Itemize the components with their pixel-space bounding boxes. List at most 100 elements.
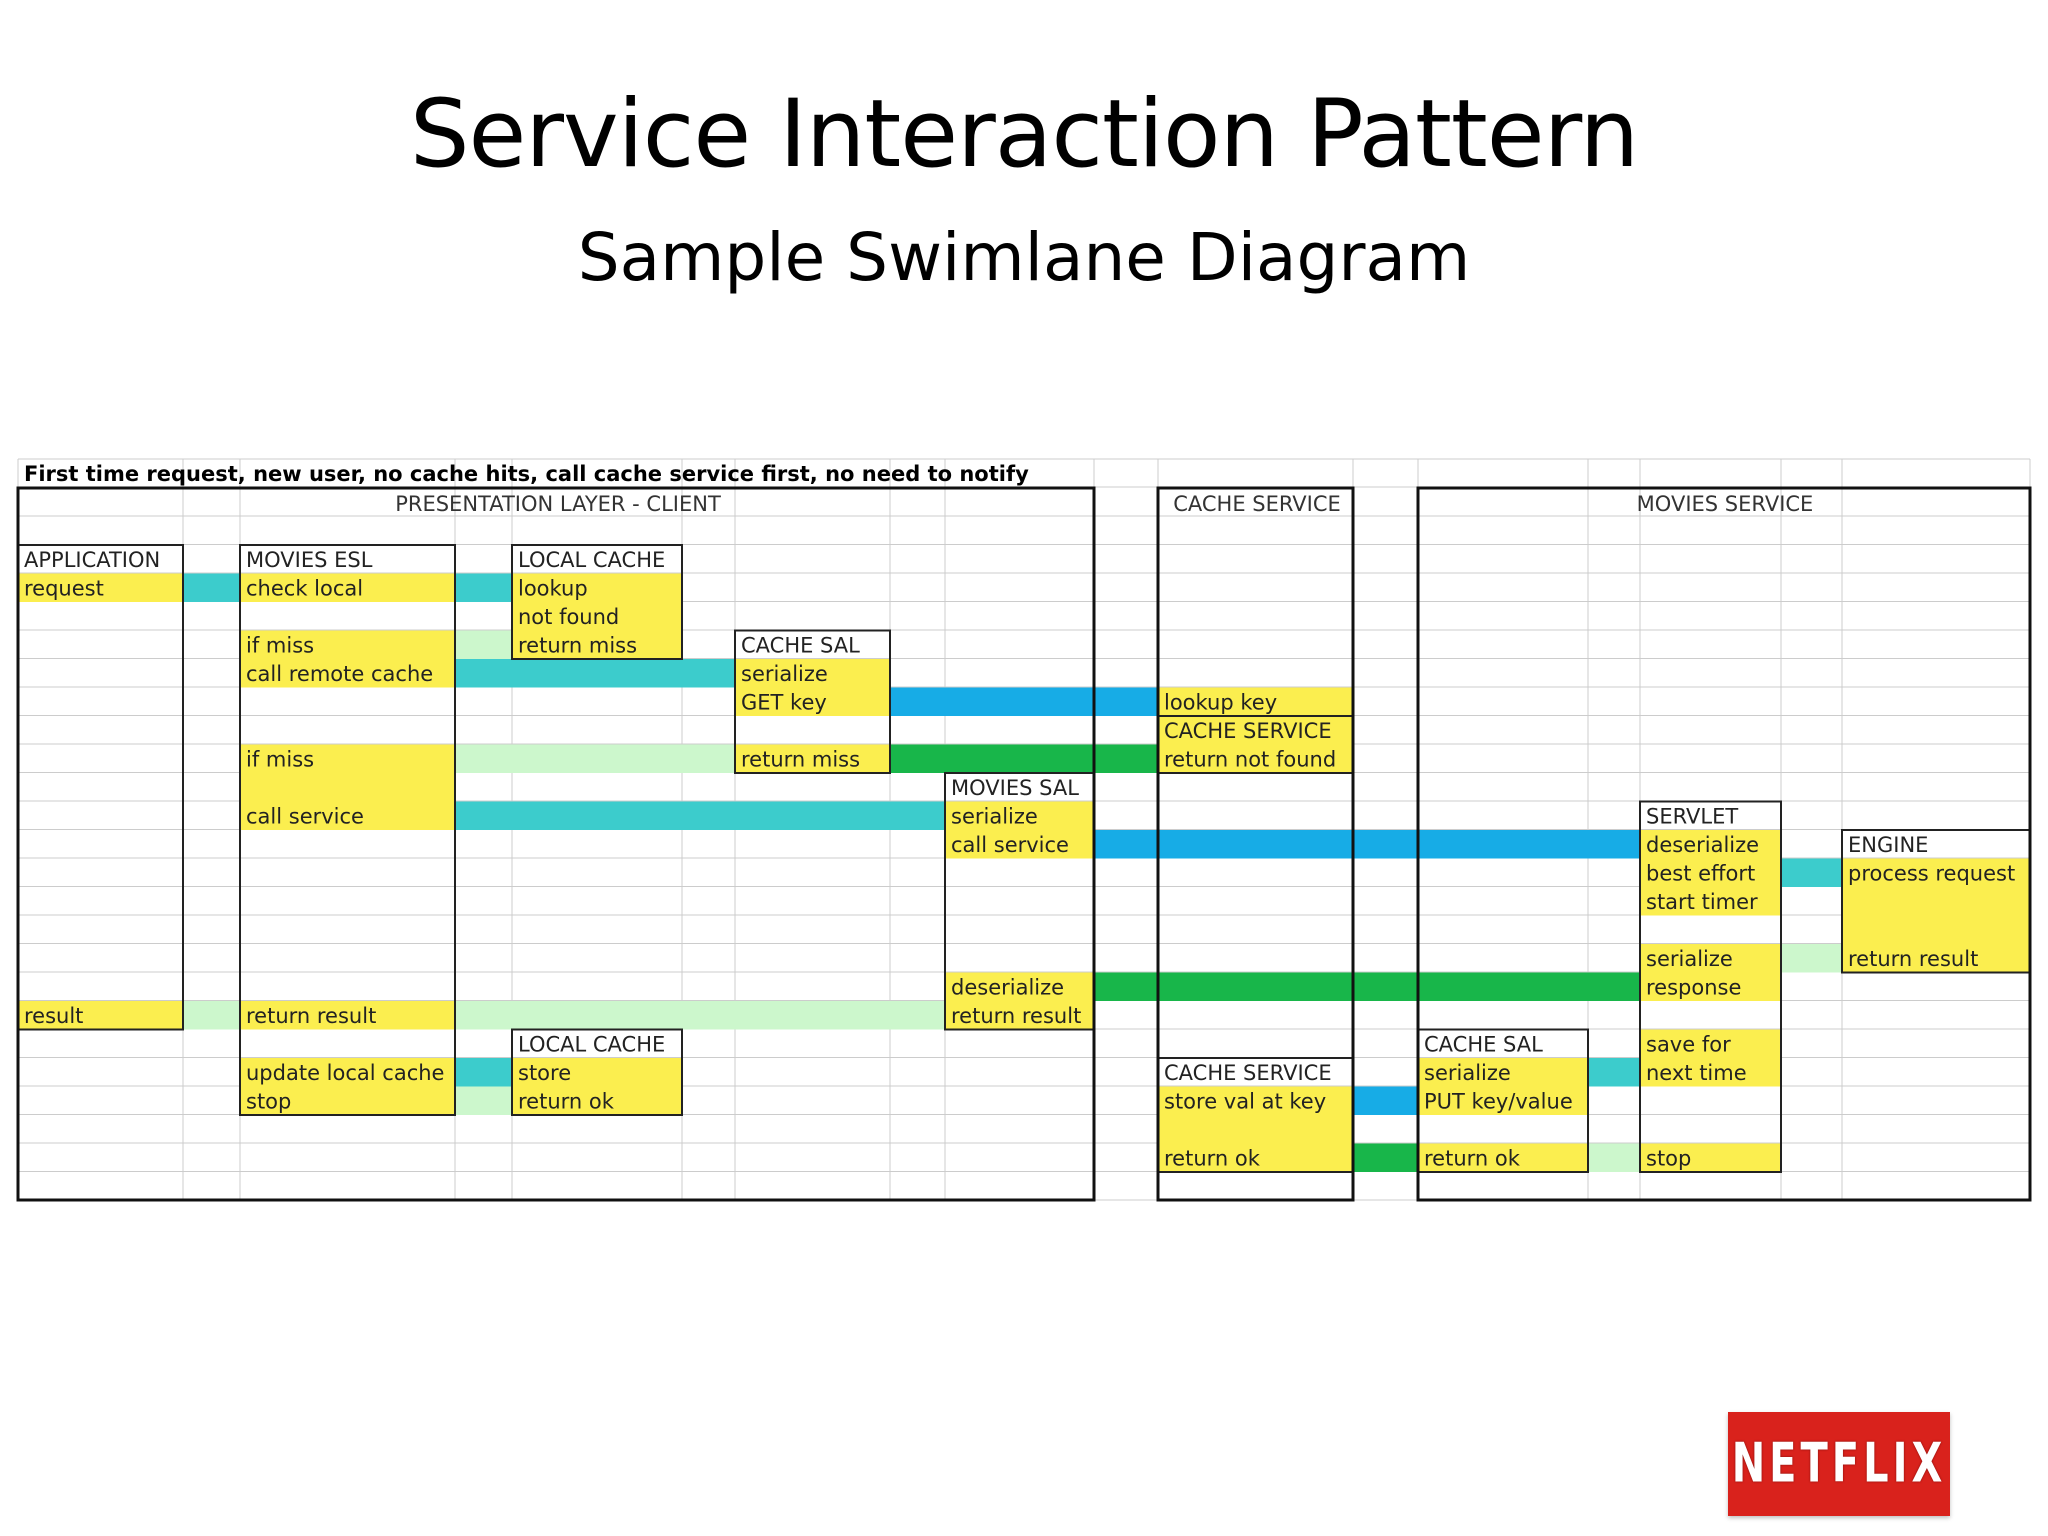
message-arrow-call-arrow: [1588, 1058, 1640, 1087]
movies-esl-fill: [240, 630, 455, 688]
cache-service-2-step: store val at key: [1164, 1090, 1326, 1114]
movies-esl-header: MOVIES ESL: [246, 548, 373, 572]
message-arrow-remote-call: [1353, 1086, 1418, 1115]
servlet-fill: [1640, 944, 1781, 1001]
cache-sal-client-fill: [735, 744, 890, 773]
message-arrow-return-arrow: [183, 1001, 240, 1030]
servlet-fill: [1640, 1029, 1781, 1087]
lane-border: [1416, 486, 2032, 1202]
servlet-box: [1639, 800, 1782, 1173]
lane-border: [16, 486, 1096, 1202]
message-arrow-return-arrow: [1781, 944, 1842, 973]
message-arrow-call-arrow: [183, 573, 240, 602]
application-step: request: [24, 577, 104, 601]
movies-sal-header: MOVIES SAL: [951, 776, 1079, 800]
cache-service-1-step: lookup key: [1164, 691, 1277, 715]
servlet-step: save for: [1646, 1033, 1731, 1057]
movies-sal-fill: [945, 972, 1094, 1030]
cache-sal-client-step: GET key: [741, 691, 827, 715]
message-arrow-remote-call: [1094, 830, 1640, 859]
lane-label-movies-service: MOVIES SERVICE: [1637, 492, 1814, 516]
message-arrow-call-arrow: [455, 659, 735, 688]
servlet-step: deserialize: [1646, 833, 1759, 857]
engine-step: return result: [1848, 947, 1978, 971]
servlet-step: stop: [1646, 1147, 1691, 1171]
local-cache-2-step: return ok: [518, 1090, 615, 1114]
movies-esl-step: if miss: [246, 634, 314, 658]
movies-sal-fill: [945, 801, 1094, 859]
cache-sal-movies-header: CACHE SAL: [1424, 1033, 1543, 1057]
message-arrow-call-arrow: [455, 1058, 512, 1087]
application-fill: [18, 1001, 183, 1030]
message-arrow-return-arrow: [455, 630, 512, 659]
local-cache-2-fill: [512, 1058, 682, 1115]
local-cache-1-step: not found: [518, 605, 619, 629]
message-arrow-return-arrow: [455, 1086, 512, 1115]
servlet-step: best effort: [1646, 862, 1755, 886]
message-arrow-call-arrow: [1781, 858, 1842, 887]
lane-label-presentation: PRESENTATION LAYER - CLIENT: [395, 492, 721, 516]
lane-border: [1156, 486, 1355, 1202]
message-arrow-remote-return: [1353, 1143, 1418, 1172]
movies-esl-fill: [240, 1001, 455, 1030]
movies-esl-box: [239, 544, 456, 1116]
cache-sal-client-fill: [735, 659, 890, 716]
cache-sal-client-step: serialize: [741, 662, 828, 686]
slide-subtitle: Sample Swimlane Diagram: [577, 219, 1471, 296]
cache-sal-movies-step: return ok: [1424, 1147, 1521, 1171]
cache-service-1-step: return not found: [1164, 748, 1336, 772]
message-arrow-remote-call: [890, 687, 1158, 716]
movies-sal-step: deserialize: [951, 976, 1064, 1000]
movies-esl-step: check local: [246, 577, 363, 601]
cache-service-1-fill: [1158, 687, 1353, 773]
servlet-header: SERVLET: [1646, 805, 1738, 829]
local-cache-1-step: return miss: [518, 634, 637, 658]
movies-sal-step: return result: [951, 1004, 1081, 1028]
local-cache-2-box: [511, 1028, 683, 1116]
movies-esl-fill: [240, 573, 455, 602]
engine-step: process request: [1848, 862, 2015, 886]
application-box: [17, 544, 184, 1031]
slide-title: Service Interaction Pattern: [409, 80, 1639, 189]
message-arrow-remote-return: [890, 744, 1158, 773]
message-arrow-return-arrow: [1588, 1143, 1640, 1172]
local-cache-1-header: LOCAL CACHE: [518, 548, 665, 572]
cache-sal-movies-fill: [1418, 1058, 1588, 1115]
application-fill: [18, 573, 183, 602]
movies-esl-step: stop: [246, 1090, 291, 1114]
cache-service-1-header: CACHE SERVICE: [1164, 719, 1332, 743]
message-arrow-call-arrow: [455, 573, 512, 602]
message-arrows: [183, 573, 1842, 1172]
movies-sal-step: serialize: [951, 805, 1038, 829]
local-cache-1-step: lookup: [518, 577, 588, 601]
cache-sal-client-box: [734, 629, 891, 774]
application-step: result: [24, 1004, 83, 1028]
local-cache-1-box: [511, 544, 683, 660]
servlet-fill: [1640, 830, 1781, 916]
local-cache-1-fill: [512, 573, 682, 659]
cache-sal-movies-fill: [1418, 1143, 1588, 1172]
message-arrow-remote-return: [1094, 972, 1640, 1001]
engine-fill: [1842, 858, 2030, 973]
movies-esl-step: call remote cache: [246, 662, 433, 686]
cache-sal-client-step: return miss: [741, 748, 860, 772]
cache-service-2-step: return ok: [1164, 1147, 1261, 1171]
servlet-step: start timer: [1646, 890, 1758, 914]
application-header: APPLICATION: [24, 548, 160, 572]
servlet-step: next time: [1646, 1061, 1747, 1085]
box-fills: [18, 573, 2030, 1172]
cache-sal-movies-step: serialize: [1424, 1061, 1511, 1085]
servlet-fill: [1640, 1143, 1781, 1172]
movies-esl-fill: [240, 744, 455, 830]
scenario-caption: First time request, new user, no cache h…: [24, 462, 1029, 486]
engine-header: ENGINE: [1848, 833, 1928, 857]
lane-borders: [16, 486, 2032, 1202]
movies-esl-step: update local cache: [246, 1061, 444, 1085]
cache-service-2-fill: [1158, 1086, 1353, 1172]
message-arrow-return-arrow: [455, 744, 735, 773]
box-texts: APPLICATION request result MOVIES ESL check …: [24, 548, 2015, 1171]
local-cache-2-header: LOCAL CACHE: [518, 1033, 665, 1057]
movies-esl-step: return result: [246, 1004, 376, 1028]
cache-service-2-header: CACHE SERVICE: [1164, 1061, 1332, 1085]
local-cache-2-step: store: [518, 1061, 571, 1085]
